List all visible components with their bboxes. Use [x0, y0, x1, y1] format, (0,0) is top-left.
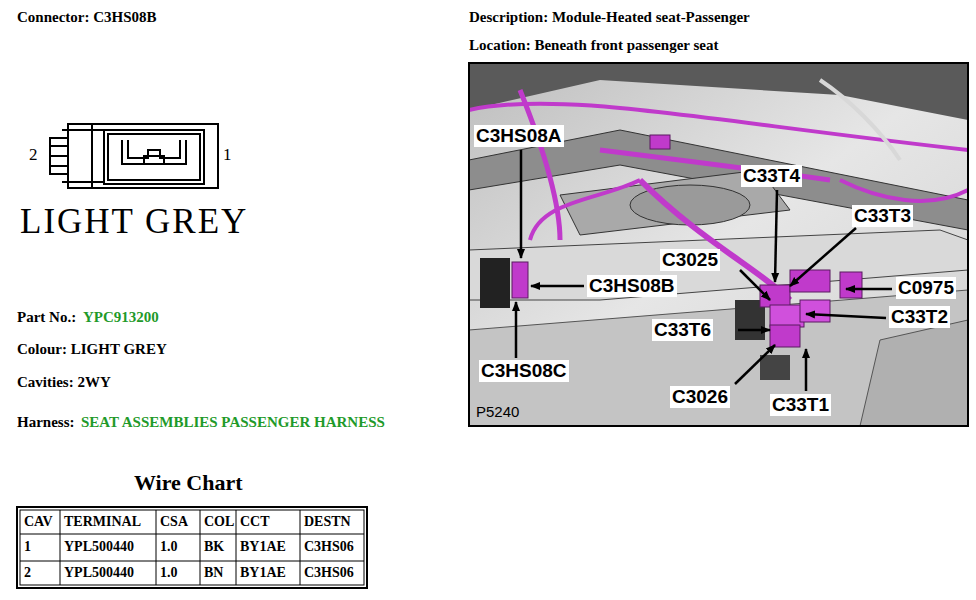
table-cell: BY1AE: [240, 565, 286, 581]
table-header: DESTN: [304, 514, 351, 530]
table-cell: 1.0: [160, 565, 178, 581]
picture-frame: [469, 63, 968, 426]
table-cell: BK: [204, 539, 224, 555]
connector-heading: Connector: C3HS08B: [17, 9, 157, 26]
table-header: COL: [204, 514, 234, 530]
field-text: Cavities: 2WY: [17, 374, 111, 391]
table-cell: YPL500440: [64, 565, 134, 581]
table-header: CCT: [240, 514, 270, 530]
table-cell: YPL500440: [64, 539, 134, 555]
table-cell: BY1AE: [240, 539, 286, 555]
connector-symbol: [50, 124, 218, 188]
description-heading: Description: Module-Heated seat-Passenge…: [469, 9, 750, 26]
callout-label: C3HS08B: [587, 275, 677, 297]
callout-label: C3025: [660, 249, 720, 271]
table-cell: 1.0: [160, 539, 178, 555]
table-cell: C3HS06: [304, 565, 354, 581]
callout-label: C33T3: [852, 205, 913, 227]
callout-label: C33T1: [770, 394, 831, 416]
figure-code: P5240: [476, 403, 519, 420]
callout-label: C3026: [670, 386, 730, 408]
harness-name: SEAT ASSEMBLIES PASSENGER HARNESS: [81, 414, 385, 431]
colour-name: LIGHT GREY: [20, 202, 248, 242]
table-cell: 1: [24, 539, 31, 555]
pin-number: 2: [29, 145, 38, 165]
field-text: Colour: LIGHT GREY: [17, 341, 167, 358]
callout-label: C33T2: [889, 306, 950, 328]
seat-picture: [469, 63, 968, 426]
pin-number: 1: [223, 145, 232, 165]
table-header: CAV: [24, 514, 53, 530]
location-heading: Location: Beneath front passenger seat: [469, 37, 718, 54]
callout-label: C33T4: [741, 165, 802, 187]
callout-label: C3HS08C: [479, 360, 569, 382]
field-name: Part No.:: [17, 309, 76, 326]
table-cell: 2: [24, 565, 31, 581]
field-name: Harness:: [17, 414, 75, 431]
leader-arrows: [516, 150, 892, 391]
table-cell: C3HS06: [304, 539, 354, 555]
table-header: CSA: [160, 514, 188, 530]
callout-label: C33T6: [652, 319, 713, 341]
callout-label: C3HS08A: [474, 125, 564, 147]
table-grid: [17, 507, 367, 588]
table-cell: BN: [204, 565, 223, 581]
callout-label: C0975: [896, 277, 956, 299]
part-number: YPC913200: [83, 309, 159, 326]
table-header: TERMINAL: [64, 514, 141, 530]
table-title: Wire Chart: [134, 470, 243, 495]
